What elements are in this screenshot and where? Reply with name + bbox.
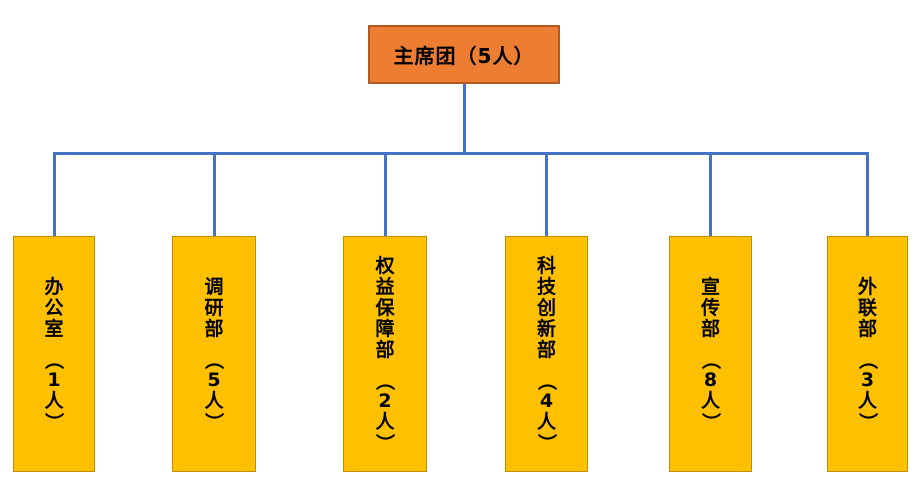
root-node-label: 主席团（5人） [393,44,535,68]
dept-label-char: 联 [857,296,877,319]
dept-label-char: 部 [204,317,224,340]
dept-label-char: ） [373,432,396,453]
connector-drop-4 [545,152,548,236]
dept-label-char: 2 [378,389,392,412]
dept-label-char: （ [856,349,879,370]
dept-label-char: （ [202,349,225,370]
dept-label-char: 部 [536,338,556,361]
dept-label-char: ） [535,432,558,453]
dept-label-char: （ [42,349,65,370]
dept-label-char: ） [202,411,225,432]
dept-label-char: 宣 [700,275,720,298]
dept-label-char: ） [856,411,879,432]
dept-label-char: 部 [375,338,395,361]
dept-label-char: 人 [700,389,720,412]
connector-drop-6 [866,152,869,236]
dept-label-char: 外 [857,275,877,298]
dept-label-char: 部 [700,317,720,340]
dept-label-char: 益 [375,275,395,298]
root-node: 主席团（5人） [368,25,560,84]
dept-label-char: （ [373,370,396,391]
dept-label-char: 部 [857,317,877,340]
dept-label-char: 科 [536,254,556,277]
connector-drop-2 [212,152,216,236]
dept-label-char: 8 [703,368,718,391]
connector-drop-3 [383,152,387,236]
dept-label-char: （ [535,370,558,391]
dept-label-char: 室 [44,317,64,340]
dept-label-char: 人 [857,389,877,412]
dept-label-char: 技 [536,275,556,298]
dept-label-char: 3 [860,368,875,391]
connector-bus [52,152,869,155]
dept-label-char: 障 [375,317,395,340]
dept-label-char: 保 [375,296,395,319]
connector-drop-1 [52,152,56,236]
dept-label-char: 公 [44,296,64,319]
dept-label-char: ） [42,411,65,432]
dept-label-char: 创 [536,296,556,319]
dept-label-char: 5 [207,368,221,391]
dept-label-char: 1 [47,368,61,391]
dept-label-char: 人 [536,410,556,433]
dept-label-char: ） [699,411,722,432]
connector-root-stub [462,84,466,155]
dept-label-char: 权 [375,254,395,277]
dept-label-char: （ [699,349,722,370]
dept-label-char: 人 [375,410,395,433]
dept-label-char: 新 [536,317,556,340]
dept-label-char: 4 [539,389,554,412]
dept-label-char: 传 [700,296,720,319]
dept-label-char: 调 [204,275,224,298]
dept-label-char: 人 [204,389,224,412]
connector-drop-5 [709,152,712,236]
dept-label-char: 研 [204,296,224,319]
dept-label-char: 办 [44,275,64,298]
dept-label-char: 人 [44,389,64,412]
